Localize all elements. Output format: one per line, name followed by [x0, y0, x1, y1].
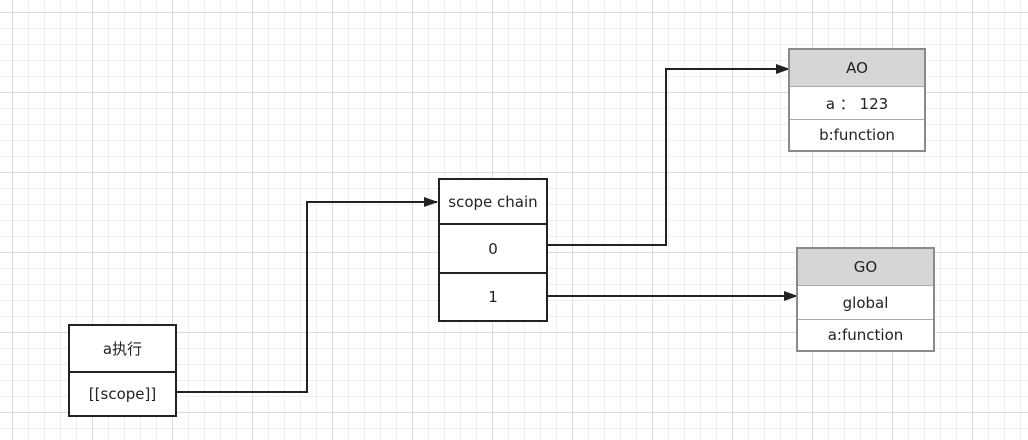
- arrow-chain-0-to-ao: [547, 64, 790, 246]
- go-box[interactable]: GO global a:function: [796, 247, 935, 352]
- a-execution-box[interactable]: a执行 [[scope]]: [68, 324, 177, 417]
- go-row-a: a:function: [798, 319, 933, 350]
- ao-row-b: b:function: [790, 119, 924, 150]
- arrow-scope-to-chain: [176, 197, 438, 393]
- scope-chain-item-0: 0: [440, 223, 546, 272]
- go-title: GO: [798, 249, 933, 285]
- a-execution-title: a执行: [102, 340, 143, 358]
- ao-title: AO: [790, 50, 924, 86]
- ao-row-a: a ： 123: [790, 86, 924, 119]
- scope-chain-title: scope chain: [448, 192, 538, 211]
- a-scope-cell: [[scope]]: [70, 371, 175, 415]
- ao-box[interactable]: AO a ： 123 b:function: [788, 48, 926, 152]
- scope-chain-box[interactable]: scope chain 0 1: [438, 178, 548, 322]
- scope-chain-item-1: 1: [440, 272, 546, 320]
- go-row-global: global: [798, 285, 933, 319]
